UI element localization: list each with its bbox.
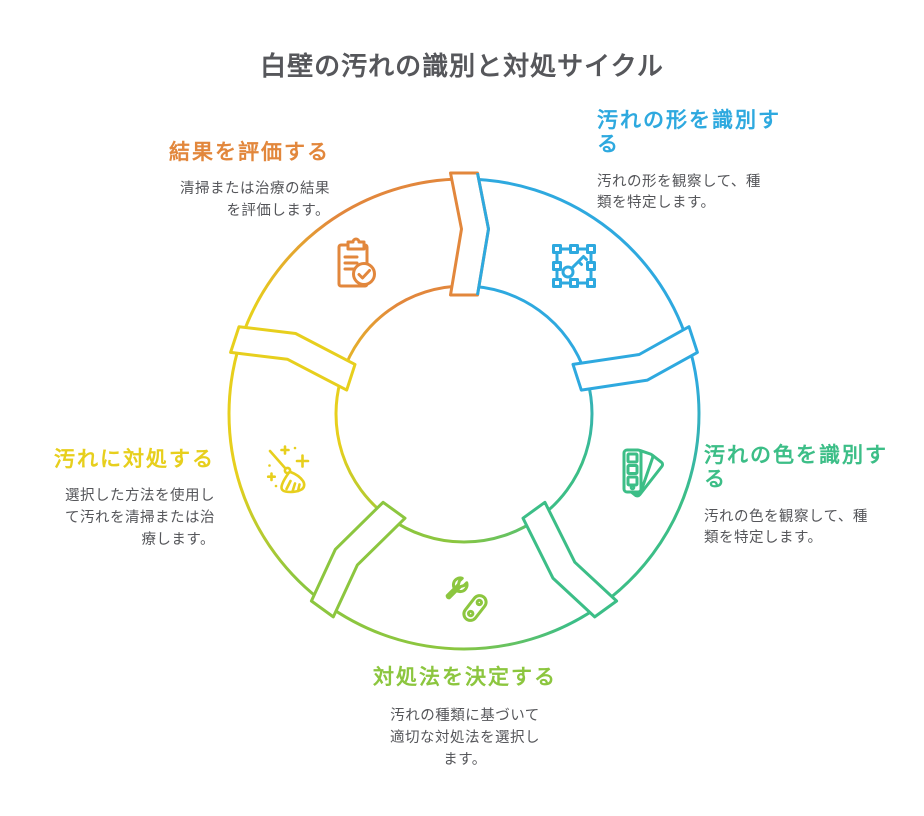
tools-icon	[433, 568, 497, 632]
step-identify-color-title: 汚れの色を識別す る	[704, 444, 888, 492]
ring-chevron-decide-treatment	[521, 500, 619, 619]
ring-arc-inner-decide-treatment	[387, 516, 541, 544]
frame-key-icon	[542, 234, 606, 298]
step-identify-color-description: 汚れの色を観察して、種 類を特定します。	[704, 508, 868, 547]
ring-arc-outer-evaluate-result	[239, 177, 465, 342]
step-treat-stain-description: 選択した方法を使用し て汚れを清掃または治 療します。	[65, 488, 215, 548]
step-identify-color: 汚れの色を識別す る 汚れの色を観察して、種 類を特定します。	[704, 444, 916, 550]
step-evaluate-result-title: 結果を評価する	[169, 141, 330, 164]
ring-arc-inner-evaluate-result	[340, 284, 465, 375]
ring-arc-inner-identify-shape	[463, 284, 588, 375]
step-evaluate-result-description: 清掃または治療の結果 を評価します。	[180, 181, 330, 220]
ring-chevron-treat-stain	[309, 500, 407, 619]
step-decide-treatment-title: 対処法を決定する	[373, 666, 557, 689]
step-treat-stain: 汚れに対処する 選択した方法を使用し て汚れを清掃または治 療します。	[52, 448, 215, 552]
ring-arc-outer-decide-treatment	[325, 602, 603, 651]
clipboard-check-icon	[324, 234, 388, 298]
ring-arc-inner-treat-stain	[334, 373, 390, 519]
step-evaluate-result: 結果を評価する 清掃または治療の結果 を評価します。	[166, 141, 330, 223]
ring-arc-outer-identify-color	[601, 340, 701, 606]
ring-arc-inner-identify-color	[538, 373, 594, 519]
step-identify-shape-title: 汚れの形を識別す る	[597, 109, 781, 157]
ring-chevron-trailing-edge	[476, 172, 490, 296]
ring-chevron-identify-shape	[449, 171, 490, 297]
ring-arc-outer-treat-stain	[227, 340, 327, 606]
color-swatches-icon	[609, 440, 673, 504]
ring-chevron-evaluate-result	[229, 325, 357, 392]
diagram-title: 白壁の汚れの識別と対処サイクル	[260, 51, 664, 81]
step-identify-shape: 汚れの形を識別す る 汚れの形を観察して、種 類を特定します。	[597, 109, 809, 215]
ring-arc-outer-identify-shape	[463, 177, 689, 342]
step-decide-treatment-description: 汚れの種類に基づいて 適切な対処法を選択し ます。	[390, 708, 540, 768]
step-identify-shape-description: 汚れの形を観察して、種 類を特定します。	[597, 173, 761, 212]
step-decide-treatment: 対処法を決定する 汚れの種類に基づいて 適切な対処法を選択し ます。	[352, 666, 578, 772]
step-treat-stain-title: 汚れに対処する	[54, 448, 215, 471]
ring-chevron-identify-color	[571, 325, 699, 392]
broom-icon	[257, 440, 321, 504]
